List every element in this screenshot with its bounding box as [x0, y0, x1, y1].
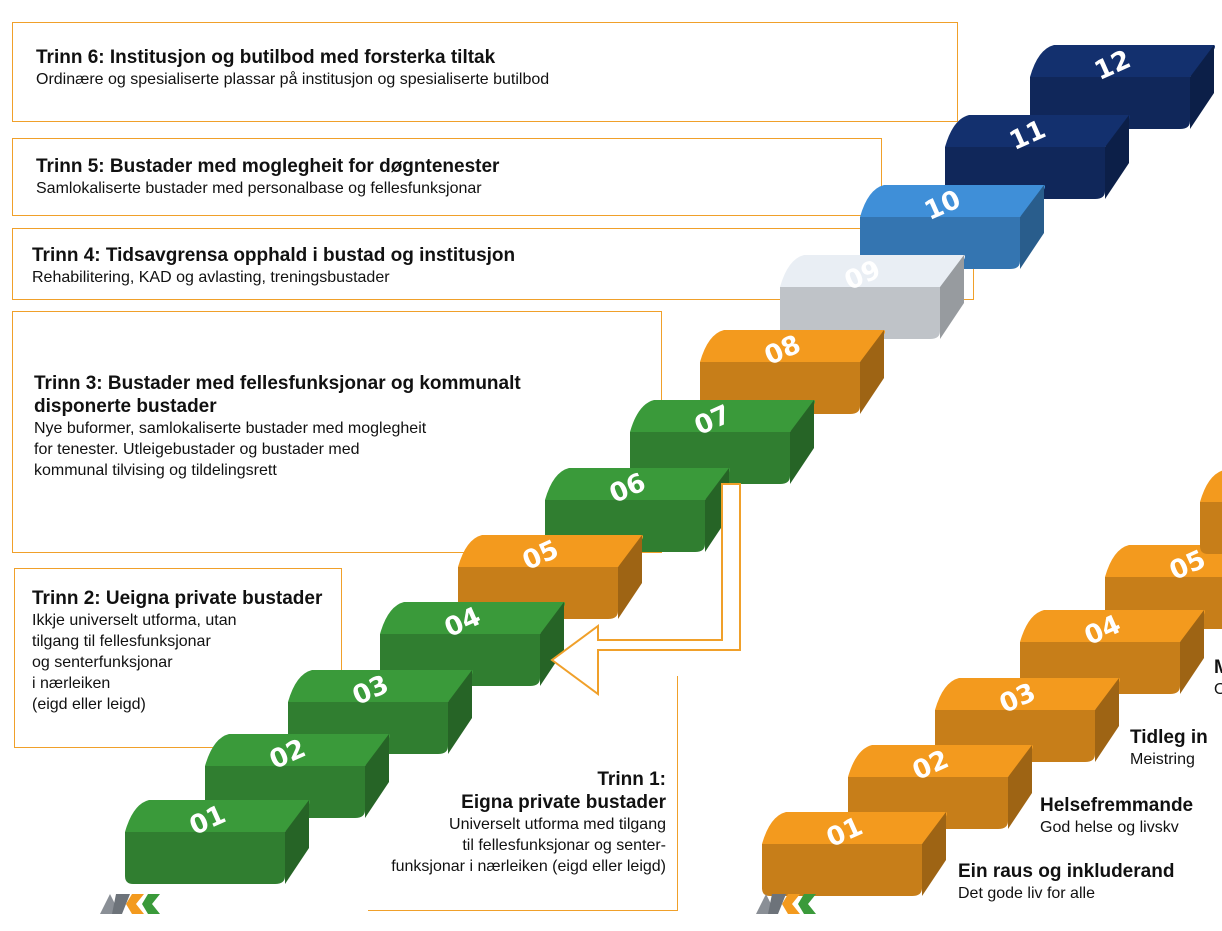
tier-2-desc-l3: og senterfunksjonar: [32, 654, 173, 671]
left-step-02-side: [365, 734, 389, 818]
left-step-01-side: [285, 800, 309, 884]
tier-3-desc-l1: Nye buformer, samlokaliserte bustader me…: [34, 420, 427, 437]
left-step-11-side: [1105, 115, 1129, 199]
left-step-12-side: [1190, 45, 1214, 129]
left-step-09: 09: [780, 255, 965, 339]
tier-6-text: Trinn 6: Institusjon og butilbod med for…: [36, 46, 549, 90]
left-step-01-top: [125, 800, 310, 832]
right-step-06-top: [1200, 470, 1222, 502]
tier-5-desc: Samlokaliserte bustader med personalbase…: [36, 180, 482, 197]
tier-2-desc-l1: Ikkje universelt utforma, utan: [32, 612, 237, 629]
tier-3-title-l1: Trinn 3: Bustader med fellesfunksjonar o…: [34, 373, 521, 394]
right-label-2: Helsefremmande God helse og livskv: [1040, 794, 1193, 838]
tier-1-title-l2: Eigna private bustader: [461, 792, 666, 813]
left-step-09-top: [780, 255, 965, 287]
left-step-07-top: [630, 400, 815, 432]
right-label-3-title: Tidleg in: [1130, 727, 1208, 748]
right-step-01-top: [762, 812, 947, 844]
right-label-3-desc: Meistring: [1130, 751, 1195, 768]
left-step-04-top: [380, 602, 565, 634]
right-step-02-side: [1008, 745, 1032, 829]
right-label-4: M O: [1214, 656, 1222, 700]
left-step-02: 02: [205, 734, 390, 818]
akk-logo-icon: [756, 894, 816, 914]
right-label-2-desc: God helse og livskv: [1040, 819, 1179, 836]
right-step-03-side: [1095, 678, 1119, 762]
tier-2-text: Trinn 2: Ueigna private bustader Ikkje u…: [32, 587, 322, 715]
left-step-06-top: [545, 468, 730, 500]
right-label-1: Ein raus og inkluderand Det gode liv for…: [958, 860, 1174, 904]
tier-3-desc-l2: for tenester. Utleigebustader og bustade…: [34, 441, 360, 458]
left-step-03: 03: [288, 670, 473, 754]
tier-2-desc-l2: tilgang til fellesfunksjonar: [32, 633, 211, 650]
left-step-08: 08: [700, 330, 885, 414]
tier-4-title: Trinn 4: Tidsavgrensa opphald i bustad o…: [32, 245, 516, 266]
left-step-04: 04: [380, 602, 565, 686]
right-step-01-front: [762, 844, 922, 896]
left-step-03-side: [448, 670, 472, 754]
tier-1-desc-l2: til fellesfunksjonar og senter-: [462, 837, 666, 854]
right-label-3: Tidleg in Meistring: [1130, 726, 1208, 770]
left-step-01-front: [125, 832, 285, 884]
tier-2-title: Trinn 2: Ueigna private bustader: [32, 588, 323, 609]
left-step-02-top: [205, 734, 390, 766]
right-step-04-top: [1020, 610, 1205, 642]
tier-5-title: Trinn 5: Bustader med moglegheit for døg…: [36, 156, 500, 177]
tier-3-title-l2: disponerte bustader: [34, 396, 217, 417]
left-step-09-side: [940, 255, 964, 339]
left-step-01: 01: [125, 800, 310, 884]
tier-6-desc: Ordinære og spesialiserte plassar på ins…: [36, 71, 550, 88]
left-step-07-side: [790, 400, 814, 484]
right-step-01: 01: [762, 812, 947, 896]
left-step-05-side: [618, 535, 642, 619]
left-step-06: 06: [545, 468, 730, 552]
tier-1-desc-l1: Universelt utforma med tilgang: [449, 816, 666, 833]
tier-1-title-l1: Trinn 1:: [597, 769, 666, 790]
tier-6-box: [12, 22, 958, 122]
left-arrow-icon: [550, 483, 741, 696]
right-label-1-title: Ein raus og inkluderand: [958, 861, 1175, 882]
tier-5-box: [12, 138, 882, 216]
left-step-05-top: [458, 535, 643, 567]
akk-logo-icon: [100, 894, 160, 914]
tier-1-text: Trinn 1: Eigna private bustader Universe…: [391, 768, 666, 877]
left-step-12-top: [1030, 45, 1215, 77]
right-label-4-desc: O: [1214, 681, 1222, 698]
left-step-08-top: [700, 330, 885, 362]
right-step-04: 04: [1020, 610, 1205, 694]
right-label-2-title: Helsefremmande: [1040, 795, 1194, 816]
tier-3-desc-l3: kommunal tilvising og tildelingsrett: [34, 462, 277, 479]
tier-2-desc-l4: i nærleiken: [32, 675, 111, 692]
tier-1-desc-l3: funksjonar i nærleiken (eigd eller leigd…: [391, 858, 666, 875]
tier-5-text: Trinn 5: Bustader med moglegheit for døg…: [36, 155, 499, 199]
left-step-11-top: [945, 115, 1130, 147]
tier-2-box: [14, 568, 342, 748]
tier-6-title: Trinn 6: Institusjon og butilbod med for…: [36, 47, 496, 68]
left-step-04-side: [540, 602, 564, 686]
right-step-05-top: [1105, 545, 1222, 577]
tier-3-text: Trinn 3: Bustader med fellesfunksjonar o…: [34, 372, 521, 481]
left-step-09-front: [780, 287, 940, 339]
left-step-10-side: [1020, 185, 1044, 269]
right-label-1-desc: Det gode liv for alle: [958, 885, 1095, 902]
right-step-03-top: [935, 678, 1120, 710]
right-step-01-side: [922, 812, 946, 896]
right-step-02: 02: [848, 745, 1033, 829]
tier-4-text: Trinn 4: Tidsavgrensa opphald i bustad o…: [32, 244, 515, 288]
left-step-10-top: [860, 185, 1045, 217]
left-step-08-side: [860, 330, 884, 414]
right-step-02-top: [848, 745, 1033, 777]
left-step-03-top: [288, 670, 473, 702]
right-label-4-title: M: [1214, 657, 1222, 678]
tier-2-desc-l5: (eigd eller leigd): [32, 696, 146, 713]
right-step-06: [1200, 470, 1222, 554]
right-step-06-front: [1200, 502, 1222, 554]
tier-4-desc: Rehabilitering, KAD og avlasting, trenin…: [32, 269, 390, 286]
right-step-04-side: [1180, 610, 1204, 694]
